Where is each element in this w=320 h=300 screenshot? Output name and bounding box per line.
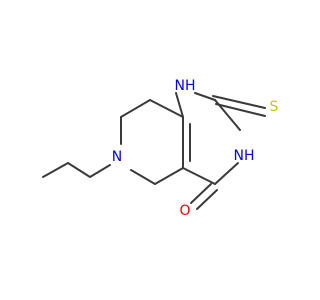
bond-layer-main xyxy=(42,92,266,210)
bond-c8-c7 xyxy=(120,99,151,118)
bond-n6-ca xyxy=(89,164,111,178)
bond-c8a-c8 xyxy=(149,99,184,118)
bond-n3-c4 xyxy=(214,162,239,185)
bond-n1-c2 xyxy=(194,92,216,101)
bond-c8a-n1 xyxy=(175,92,184,118)
bond-c4-c4a xyxy=(182,167,216,185)
bond-cb-cc xyxy=(42,162,69,178)
atom-o: O xyxy=(179,203,190,219)
atom-label-layer: NH S NH O N xyxy=(112,78,279,219)
bond-c5-c4a xyxy=(154,167,184,185)
atom-s: S xyxy=(270,99,279,115)
molecule-diagram: NH S NH O N xyxy=(42,78,279,219)
bond-c2-s-b xyxy=(215,103,266,117)
bond-c2-s-a xyxy=(212,95,266,109)
bond-ca-cb xyxy=(67,162,91,178)
bond-n6-c5 xyxy=(130,169,156,185)
atom-nh-top: NH xyxy=(175,78,196,94)
atom-n-ring: N xyxy=(112,149,122,165)
bond-c4-o-a xyxy=(190,183,212,204)
atom-nh-right: NH xyxy=(234,148,255,164)
bond-c4-o-b xyxy=(196,189,218,210)
